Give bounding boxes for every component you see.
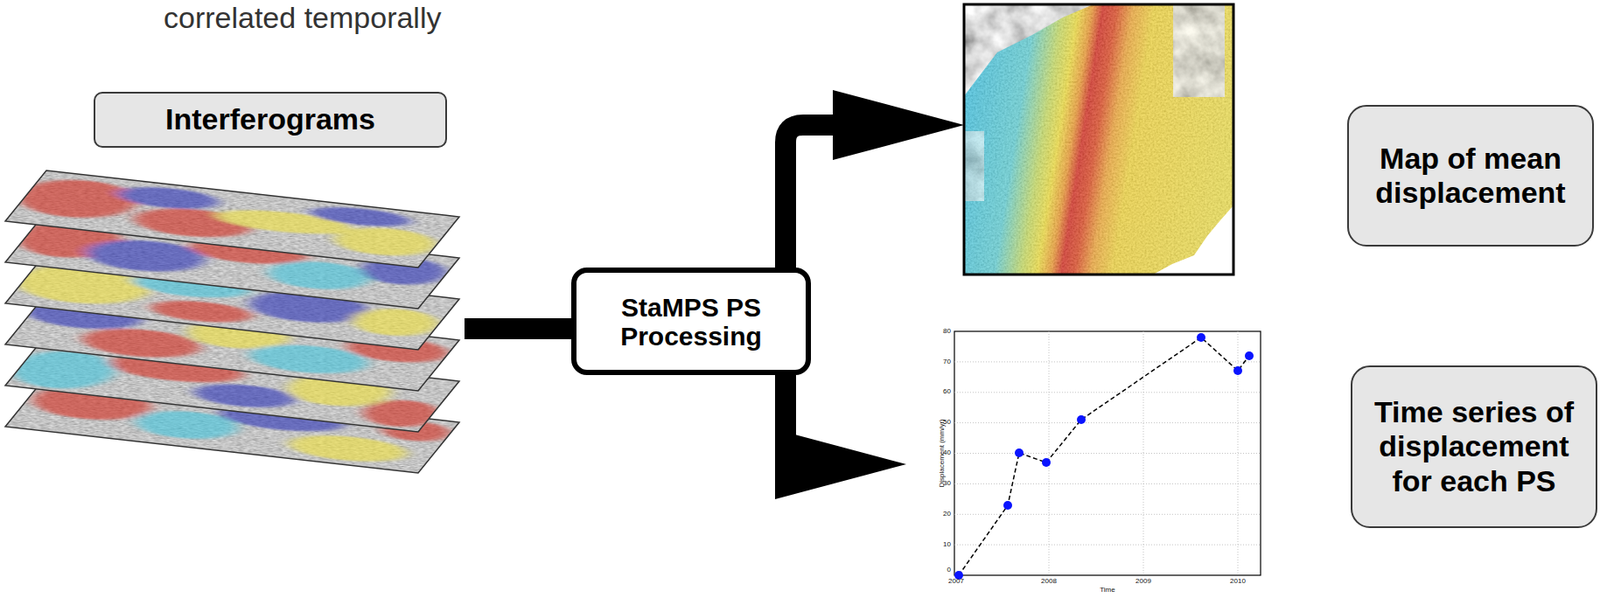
arrow-head (832, 90, 965, 161)
axis-label: 0 (947, 566, 951, 575)
axis-label: Time (1099, 586, 1115, 595)
axis-label: 20 (943, 510, 951, 519)
output-group: Map of mean displacement (964, 4, 1594, 275)
output-group: Interferograms (5, 87, 465, 482)
box-label: Map of mean displacement (1361, 141, 1580, 210)
axis-label: 60 (943, 388, 951, 397)
process-label: StaMPS PS Processing (620, 293, 762, 351)
axis-label: 2008 (1041, 578, 1057, 587)
output-group: Time series of displacement for each PS (906, 331, 1598, 595)
map-frame (964, 4, 1234, 275)
axis-label: 2010 (1229, 578, 1246, 587)
axis-label: 10 (943, 541, 951, 550)
arrow-shaft (776, 375, 786, 465)
axis-label: 2007 (948, 578, 965, 587)
flow-arrow (464, 328, 572, 330)
axis-label: 70 (943, 358, 951, 367)
flow-arrow (785, 90, 965, 268)
heading-fragment: correlated temporally (163, 1, 441, 35)
label-box: Time series of displacement for each PS (1350, 365, 1598, 529)
interferogram-stack (0, 169, 468, 474)
axis-label: 80 (943, 328, 951, 336)
axis-title: Displacement (mm/yr) (938, 419, 947, 488)
label-box: Interferograms (93, 91, 448, 148)
box-label: Interferograms (165, 102, 376, 137)
box-label: Time series of displacement for each PS (1364, 395, 1584, 498)
time-series-chart (954, 331, 1261, 580)
displacement-map (964, 4, 1234, 275)
arrow-shaft (464, 318, 572, 340)
process-box: StaMPS PS Processing (571, 267, 811, 376)
flow-arrow (775, 375, 907, 500)
axis-label: 2009 (1135, 578, 1152, 587)
arrow-shaft (785, 125, 835, 268)
label-box: Map of mean displacement (1347, 104, 1594, 247)
